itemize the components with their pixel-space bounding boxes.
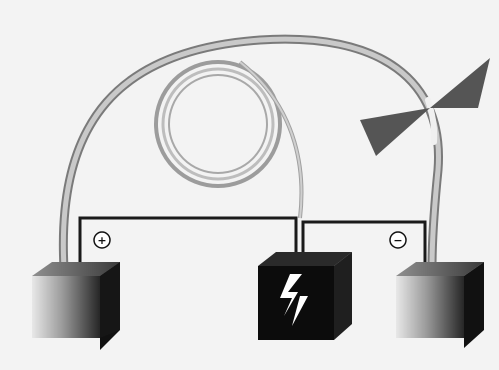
left-block — [32, 262, 120, 350]
wire-left — [78, 216, 298, 270]
positive-terminal-label: + — [97, 234, 106, 247]
negative-terminal-label: − — [393, 234, 402, 247]
wire-right — [301, 220, 427, 268]
triangle-lower — [360, 108, 430, 156]
fiber-loop — [154, 60, 304, 219]
triangle-upper — [430, 58, 490, 108]
lightning-bolt-icon — [280, 274, 308, 326]
negative-terminal-sign: − — [389, 231, 407, 249]
arc-indicator-triangles — [360, 58, 490, 156]
right-block — [396, 262, 484, 348]
fiber-tube — [58, 34, 444, 273]
positive-terminal-sign: + — [93, 231, 111, 249]
arc-highlight — [425, 97, 438, 145]
power-source — [258, 252, 352, 340]
